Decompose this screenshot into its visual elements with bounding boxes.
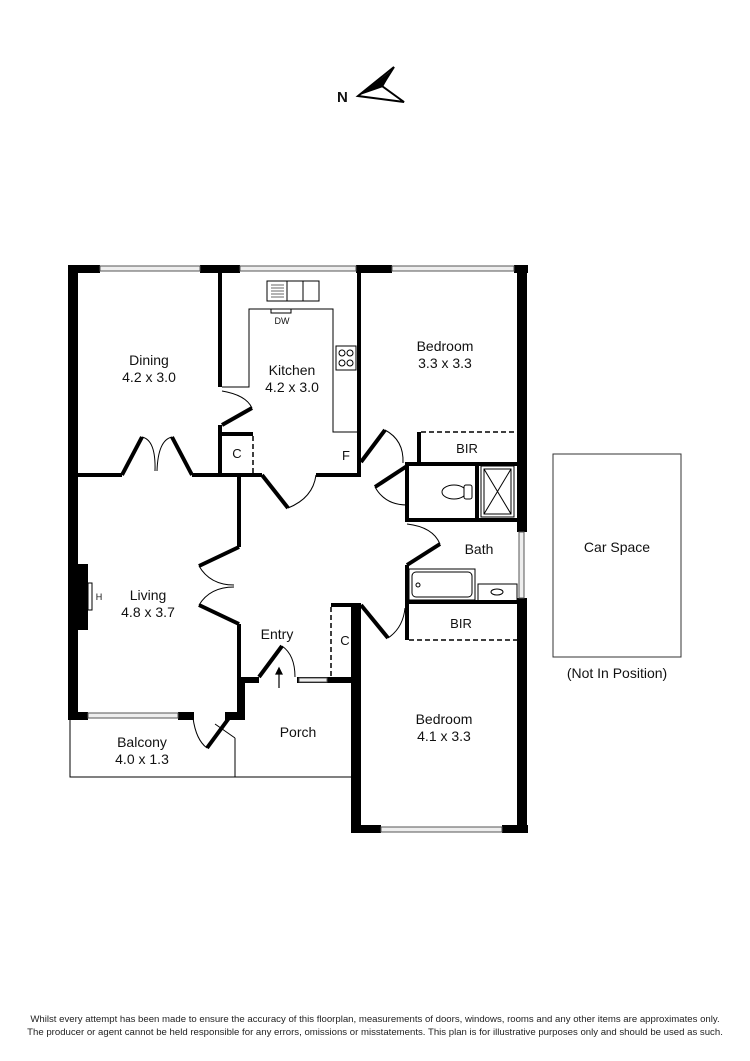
room-balcony: Balcony 4.0 x 1.3	[115, 734, 169, 768]
toilet-icon	[441, 484, 473, 500]
bathtub-icon	[408, 568, 476, 601]
room-name: Entry	[260, 626, 294, 642]
room-name: Bedroom	[416, 338, 474, 354]
room-name: Dining	[129, 352, 169, 368]
room-living: Living 4.8 x 3.7	[121, 587, 175, 621]
car-space-note: (Not In Position)	[566, 665, 668, 681]
doors	[120, 390, 442, 750]
room-bath: Bath	[465, 541, 494, 558]
fridge-label: F	[342, 448, 350, 463]
dashed-partitions	[252, 431, 517, 677]
room-size: 4.2 x 3.0	[122, 369, 176, 385]
room-kitchen: Kitchen 4.2 x 3.0	[265, 362, 319, 396]
room-dining: Dining 4.2 x 3.0	[122, 352, 176, 386]
disclaimer: Whilst every attempt has been made to en…	[0, 1013, 750, 1039]
room-name: Bath	[464, 541, 494, 557]
kitchen-counter	[222, 280, 357, 433]
room-name: Living	[129, 587, 167, 603]
kitchen-cupboard-label: C	[232, 446, 242, 461]
car-space-outline	[552, 453, 682, 658]
shower-icon	[480, 465, 515, 518]
room-size: 4.2 x 3.0	[265, 379, 319, 395]
sink-icon	[271, 284, 284, 298]
room-bedroom-2: Bedroom 4.1 x 3.3	[416, 711, 473, 745]
room-name: Kitchen	[268, 362, 316, 378]
basin-icon	[477, 583, 518, 602]
disclaimer-line-1: Whilst every attempt has been made to en…	[30, 1014, 720, 1025]
room-size: 3.3 x 3.3	[418, 355, 472, 371]
north-arrow-icon	[355, 66, 405, 103]
dishwasher-label: DW	[274, 316, 290, 326]
entry-cupboard-label: C	[340, 633, 350, 648]
bir-top-label: BIR	[456, 441, 478, 456]
bir-bottom-label: BIR	[450, 616, 472, 631]
heater-label: H	[95, 592, 103, 602]
room-name: Bedroom	[415, 711, 473, 727]
room-size: 4.0 x 1.3	[115, 751, 169, 767]
entry-arrow-icon	[275, 666, 283, 688]
room-bedroom-1: Bedroom 3.3 x 3.3	[417, 338, 474, 372]
room-porch: Porch	[280, 724, 317, 741]
room-name: Porch	[279, 724, 317, 740]
windows	[87, 265, 525, 833]
room-size: 4.1 x 3.3	[417, 728, 471, 744]
room-entry: Entry	[261, 626, 294, 643]
balcony-outline	[69, 718, 353, 778]
room-size: 4.8 x 3.7	[121, 604, 175, 620]
disclaimer-line-2: The producer or agent cannot be held res…	[27, 1027, 723, 1038]
heater-icon	[87, 582, 93, 611]
room-name: Balcony	[117, 734, 167, 750]
car-space-label: Car Space	[583, 539, 651, 555]
compass-north-label: N	[337, 89, 348, 106]
